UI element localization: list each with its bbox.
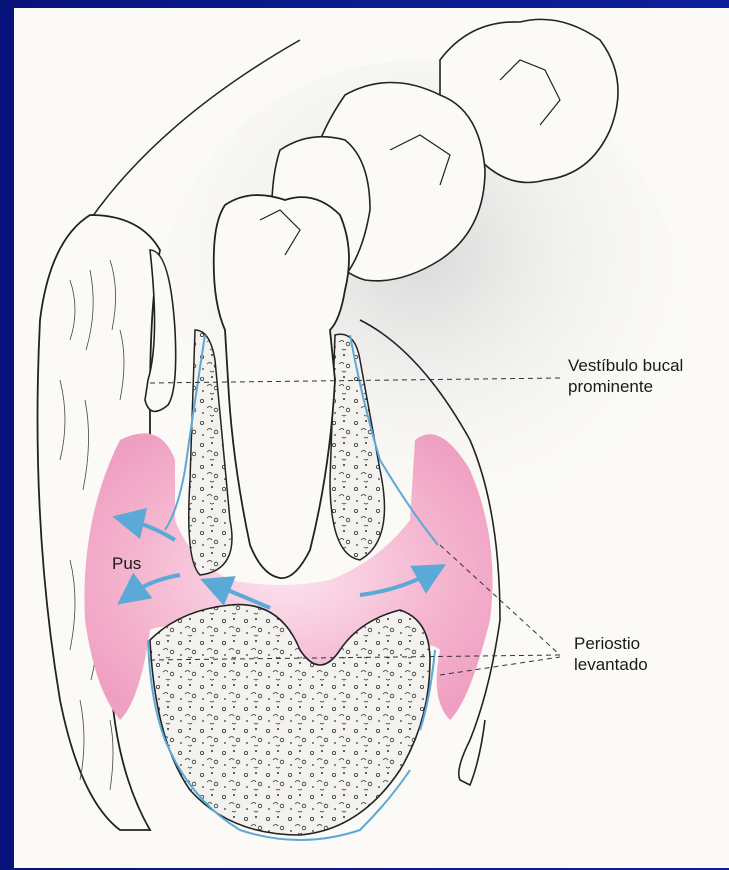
label-periostio-line1: Periostio (574, 633, 648, 654)
label-periostio-levantado: Periostio levantado (574, 633, 648, 675)
label-vestibulo-line1: Vestíbulo bucal (568, 355, 683, 376)
label-vestibulo-bucal: Vestíbulo bucal prominente (568, 355, 683, 397)
label-vestibulo-line2: prominente (568, 376, 683, 397)
label-periostio-line2: levantado (574, 654, 648, 675)
label-pus: Pus (112, 553, 141, 574)
